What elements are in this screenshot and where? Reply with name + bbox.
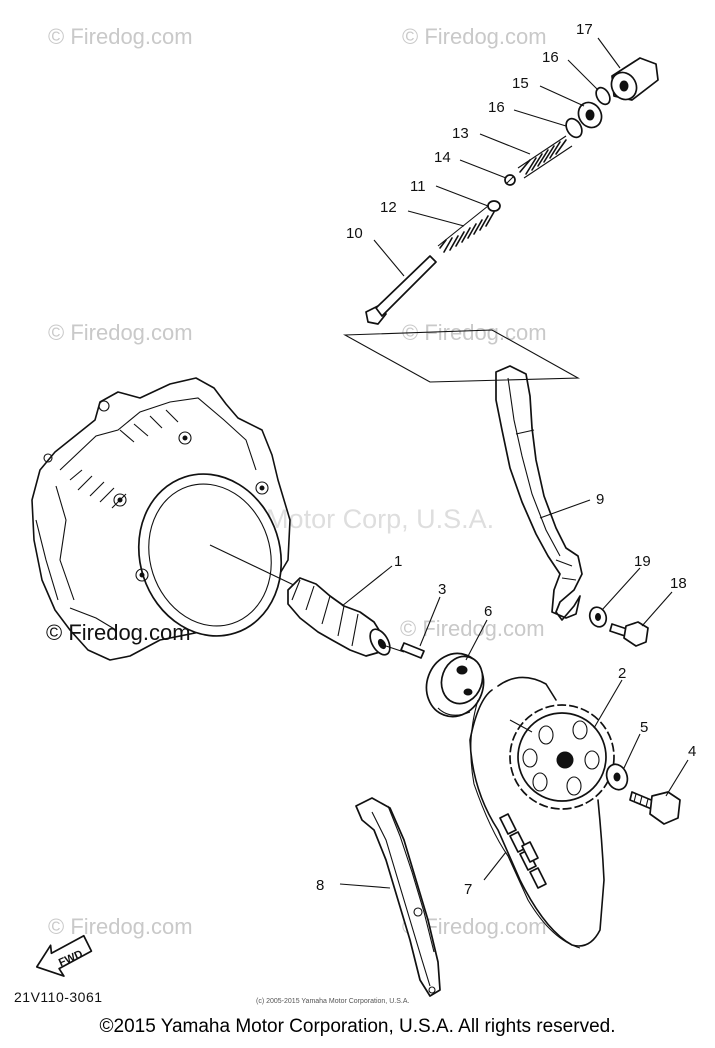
diagram-code: 21V110-3061 — [14, 989, 103, 1005]
tensioner-spring-large — [517, 135, 573, 179]
guide-bolt — [609, 621, 649, 647]
tensioner-guide — [495, 365, 583, 621]
callout-10: 10 — [346, 225, 363, 242]
cam-plate — [425, 652, 485, 718]
watermark-bottom-left: © Firedog.com — [48, 914, 193, 939]
watermark-mid-left: © Firedog.com — [48, 320, 193, 345]
callout-7: 7 — [464, 881, 472, 898]
fwd-arrow-icon: FWD — [35, 934, 93, 977]
callout-18: 18 — [670, 575, 687, 592]
assembly-bracket — [342, 329, 581, 383]
callout-5: 5 — [640, 719, 648, 736]
callout-16-upper: 16 — [542, 49, 559, 66]
o-ring-lower — [565, 117, 583, 139]
callout-11: 11 — [410, 178, 426, 195]
sprocket-bolt — [629, 791, 681, 825]
cylinder-head — [31, 377, 291, 661]
callout-19: 19 — [634, 553, 651, 570]
callout-3: 3 — [438, 581, 446, 598]
callout-labels: 1 2 3 4 5 6 7 8 9 10 11 12 13 14 15 16 1… — [316, 21, 696, 898]
callout-17: 17 — [576, 21, 593, 38]
callout-1: 1 — [394, 553, 402, 570]
watermark-top-right: © Firedog.com — [402, 24, 547, 49]
callout-14: 14 — [434, 149, 451, 166]
camshaft — [209, 544, 405, 657]
retaining-ring — [487, 200, 501, 212]
spring-seat — [504, 174, 516, 186]
callout-16-lower: 16 — [488, 99, 505, 116]
callout-13: 13 — [452, 125, 469, 142]
dowel-pin — [400, 642, 425, 659]
tensioner-rod — [365, 255, 437, 325]
tensioner-cap — [577, 101, 603, 129]
watermark-top-left: © Firedog.com — [48, 24, 193, 49]
callout-8: 8 — [316, 877, 324, 894]
cam-sprocket — [509, 704, 615, 810]
o-ring-upper — [595, 86, 611, 106]
leader-lines — [339, 37, 689, 889]
callout-9: 9 — [596, 491, 604, 508]
tensioner-spring-small — [437, 205, 495, 253]
watermarks: © Firedog.com © Firedog.com © Firedog.co… — [48, 24, 547, 939]
callout-12: 12 — [380, 199, 397, 216]
chain-guide — [355, 797, 441, 997]
cap-bolt — [610, 57, 659, 101]
callout-4: 4 — [688, 743, 696, 760]
washer — [605, 763, 629, 791]
watermark-lower-right: © Firedog.com — [400, 616, 545, 641]
callout-2: 2 — [618, 665, 626, 682]
callout-15: 15 — [512, 75, 529, 92]
guide-washer — [588, 606, 608, 628]
callout-6: 6 — [484, 603, 492, 620]
small-print: (c) 2005-2015 Yamaha Motor Corporation, … — [256, 998, 409, 1005]
watermark-dark-left: © Firedog.com — [46, 620, 191, 645]
cam-chain — [469, 676, 605, 949]
copyright-notice: ©2015 Yamaha Motor Corporation, U.S.A. A… — [99, 1016, 616, 1037]
